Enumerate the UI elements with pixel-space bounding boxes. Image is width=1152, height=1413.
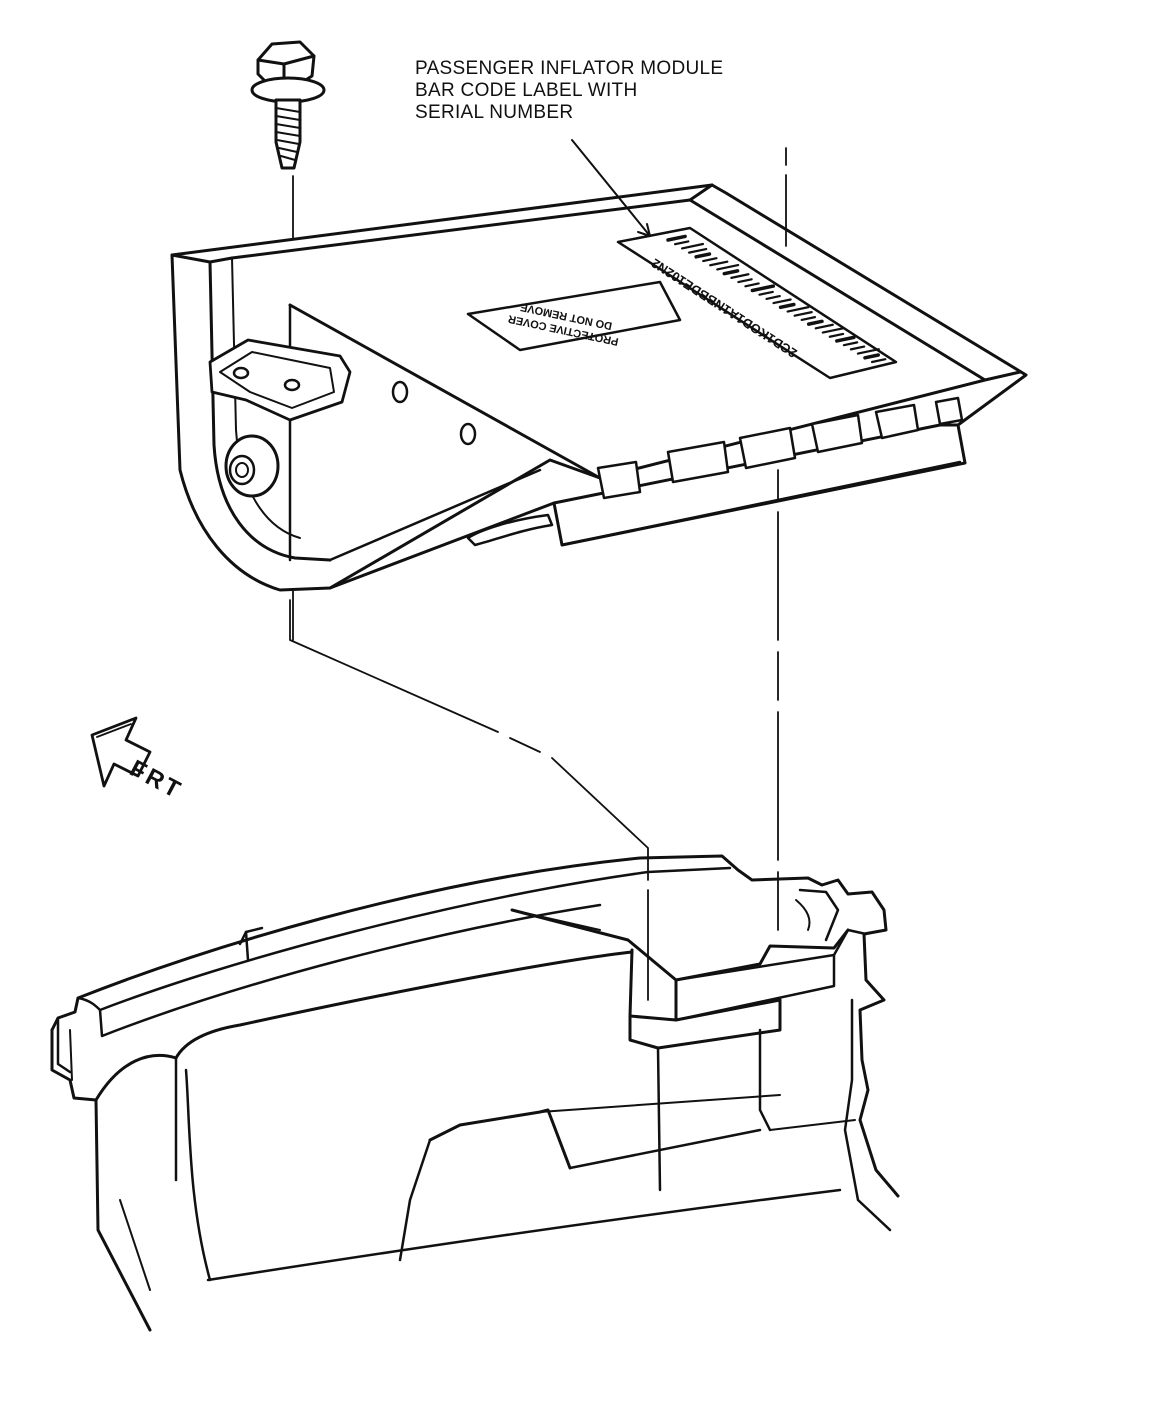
barcode-bar	[758, 290, 774, 296]
barcode-bar	[778, 302, 796, 310]
instrument-panel-opening	[50, 854, 900, 1332]
barcode-bar	[730, 273, 750, 279]
barcode-bar	[835, 335, 856, 343]
barcode-bar	[694, 252, 712, 259]
callout-leader-line	[571, 139, 651, 237]
barcode-bar	[793, 311, 813, 317]
barcode-bar	[814, 323, 834, 330]
barcode-bar	[800, 316, 817, 322]
barcode-bar	[870, 358, 887, 364]
barcode-bar	[722, 269, 740, 276]
barcode-bar	[863, 353, 881, 360]
bolt-fastener	[250, 40, 326, 170]
barcode-bar	[688, 247, 708, 254]
front-direction-arrow	[90, 716, 152, 788]
inflator-module-callout: PASSENGER INFLATOR MODULE BAR CODE LABEL…	[415, 58, 723, 124]
protective-cover-label: PROTECTIVE COVER DO NOT REMOVE	[466, 280, 682, 352]
barcode-bar	[849, 345, 866, 351]
inflator-module	[170, 183, 1028, 592]
callout-line-1: PASSENGER INFLATOR MODULE	[415, 58, 724, 79]
right-alignment-line	[777, 147, 787, 931]
barcode-bar	[673, 240, 690, 246]
barcode-bar	[828, 332, 845, 338]
barcode-bar	[744, 282, 760, 288]
barcode-bar	[786, 306, 810, 313]
barcode-bar	[716, 263, 740, 271]
barcode-bar	[750, 284, 776, 293]
barcode-bar	[856, 348, 880, 355]
left-alignment-line	[289, 599, 649, 1001]
barcode-bar	[842, 341, 859, 347]
barcode-bar	[765, 294, 781, 300]
callout-line-3: SERIAL NUMBER	[415, 102, 574, 123]
barcode-bar	[666, 234, 687, 242]
barcode-bar	[680, 242, 705, 250]
callout-line-2: BAR CODE LABEL WITH	[415, 80, 638, 101]
barcode-bar	[772, 298, 792, 305]
barcode-bar	[737, 278, 753, 284]
barcode-bar	[702, 257, 718, 263]
barcode-bar	[806, 319, 824, 326]
barcode-bar	[709, 260, 729, 267]
barcode-bar	[821, 327, 845, 334]
